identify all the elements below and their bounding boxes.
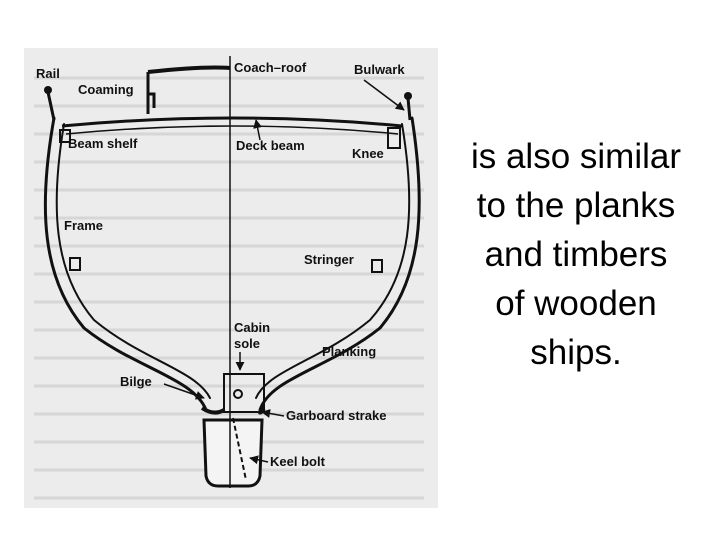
label-bilge: Bilge bbox=[120, 374, 152, 389]
coaming bbox=[146, 92, 156, 114]
caption-line: of wooden bbox=[495, 284, 657, 323]
caption-line: to the planks bbox=[476, 186, 676, 225]
garboard-left bbox=[200, 406, 226, 415]
rail-post-left bbox=[46, 91, 56, 121]
label-keel-bolt: Keel bolt bbox=[270, 454, 326, 469]
label-frame: Frame bbox=[64, 218, 103, 233]
hull-outer-left bbox=[43, 116, 208, 412]
hull-inner-left bbox=[55, 123, 211, 399]
rail-knob-left bbox=[44, 86, 52, 94]
label-coach-roof: Coach–roof bbox=[234, 60, 307, 75]
leader-arrows bbox=[163, 79, 405, 465]
label-cabin-sole-line2: sole bbox=[234, 336, 260, 351]
deck-beam-lower bbox=[65, 125, 399, 135]
label-deck-beam: Deck beam bbox=[236, 138, 305, 153]
hull-inner-right bbox=[255, 123, 411, 399]
stringer bbox=[371, 259, 383, 273]
deck-beam bbox=[61, 116, 403, 128]
hull-outer-right bbox=[258, 116, 421, 412]
beam-shelf bbox=[59, 129, 71, 143]
rail-knob-right bbox=[404, 92, 412, 100]
label-knee: Knee bbox=[352, 146, 384, 161]
cabin-sole bbox=[223, 373, 265, 413]
label-planking: Planking bbox=[322, 344, 376, 359]
frame bbox=[69, 257, 81, 271]
keel-bolt bbox=[232, 417, 247, 481]
label-garboard-strake: Garboard strake bbox=[286, 408, 386, 423]
label-cabin-sole-line1: Cabin bbox=[234, 320, 270, 335]
label-beam-shelf: Beam shelf bbox=[68, 136, 138, 151]
caption-line: ships. bbox=[530, 333, 622, 372]
slide-caption: is also similar to the planks and timber… bbox=[440, 132, 712, 377]
label-rail: Rail bbox=[36, 66, 60, 81]
rail-post-right bbox=[406, 97, 412, 121]
limber-hole bbox=[233, 389, 243, 399]
coach-roof bbox=[147, 65, 231, 74]
hull-cross-section-diagram: Rail Coaming Coach–roof Bulwark Beam she… bbox=[24, 48, 438, 508]
knee bbox=[387, 127, 401, 149]
label-coaming: Coaming bbox=[78, 82, 134, 97]
caption-line: and timbers bbox=[484, 235, 668, 274]
caption-line: is also similar bbox=[470, 137, 682, 176]
label-bulwark: Bulwark bbox=[354, 62, 405, 77]
keel bbox=[202, 418, 264, 488]
label-stringer: Stringer bbox=[304, 252, 354, 267]
